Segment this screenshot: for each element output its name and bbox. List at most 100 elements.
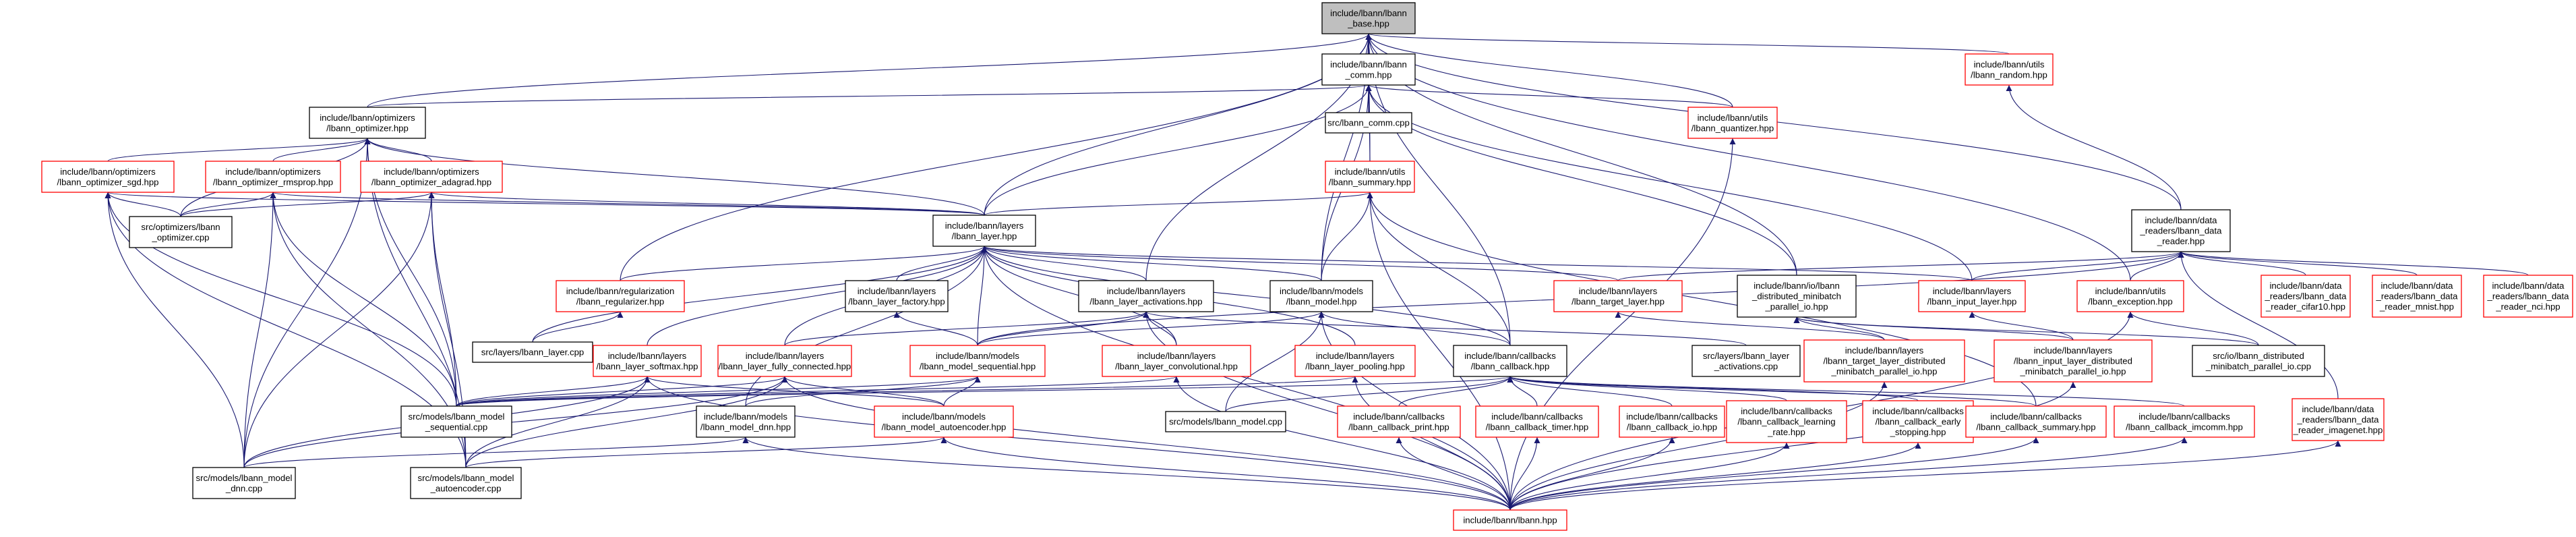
node-label-line: src/lbann_comm.cpp [1327,118,1410,128]
node-callback[interactable]: include/lbann/callbacks/lbann_callback.h… [1453,345,1567,377]
node-dr-imagenet[interactable]: include/lbann/data_readers/lbann_data_re… [2292,398,2385,441]
node-label-line: _readers/lbann_data [2297,415,2380,425]
node-box [129,216,233,248]
edge-layer_factory-to-model_sequential [893,311,978,346]
node-regularizer[interactable]: include/lbann/regularization/lbann_regul… [556,280,685,312]
node-layer[interactable]: include/lbann/layers/lbann_layer.hpp [932,215,1036,247]
node-data-reader[interactable]: include/lbann/data_readers/lbann_data_re… [2131,209,2231,252]
node-model[interactable]: include/lbann/models/lbann_model.hpp [1269,280,1373,312]
node-target-dist[interactable]: include/lbann/layers/lbann_target_layer_… [1803,339,1965,383]
edge-data_reader-to-target_layer [1617,251,2184,281]
node-model-ae-cpp[interactable]: src/models/lbann_model_autoencoder.cpp [410,467,522,499]
node-pooling[interactable]: include/lbann/layers/lbann_layer_pooling… [1294,345,1416,377]
node-dr-nci[interactable]: include/lbann/data_readers/lbann_data_re… [2483,275,2573,318]
node-input-dist[interactable]: include/lbann/layers/lbann_input_layer_d… [1994,339,2153,383]
node-box [2192,345,2325,377]
edge-model-to-model_cpp [1225,311,1325,412]
node-cb-print[interactable]: include/lbann/callbacks/lbann_callback_p… [1337,405,1461,438]
edge-opt_rmsprop-to-opt_cpp [180,192,276,217]
node-opt-sgd[interactable]: include/lbann/optimizers/lbann_optimizer… [41,161,175,193]
node-label-line: include/lbann/layers [1316,351,1395,361]
node-cb-io[interactable]: include/lbann/callbacks/lbann_callback_i… [1619,405,1725,438]
edge-comm-to-quantizer [1365,84,1733,108]
node-model-autoencoder[interactable]: include/lbann/models/lbann_model_autoenc… [874,405,1014,438]
node-box [2131,209,2231,252]
node-exception[interactable]: include/lbann/utils/lbann_exception.hpp [2076,280,2184,312]
node-label-line: /lbann_quantizer.hpp [1691,123,1774,133]
node-box [1475,405,1599,438]
node-opt-rmsprop[interactable]: include/lbann/optimizers/lbann_optimizer… [205,161,341,193]
node-box [1321,2,1416,34]
node-cb-early[interactable]: include/lbann/callbacks/lbann_callback_e… [1862,400,1974,443]
node-random[interactable]: include/lbann/utils/lbann_random.hpp [1965,53,2054,86]
node-comm-cpp[interactable]: src/lbann_comm.cpp [1325,112,1412,134]
node-dist-minibatch[interactable]: include/lbann/io/lbann_distributed_minib… [1737,275,1857,318]
node-model-seq-cpp[interactable]: src/models/lbann_model_sequential.cpp [400,405,512,438]
node-label-line: include/lbann/layers [945,221,1024,231]
node-label-line: _base.hpp [1347,18,1389,28]
node-lbann[interactable]: include/lbann/lbann.hpp [1453,509,1567,531]
node-label-line: include/lbann/optimizers [225,167,321,177]
edge-callback-to-model_cpp [1225,376,1514,412]
node-label-line: _rate.hpp [1767,427,1805,437]
edge-optimizer-to-layer [364,138,985,216]
node-cb-timer[interactable]: include/lbann/callbacks/lbann_callback_t… [1475,405,1599,438]
node-label-line: _reader.hpp [2157,236,2205,246]
node-cb-summary[interactable]: include/lbann/callbacks/lbann_callback_s… [1965,405,2107,438]
node-summary[interactable]: include/lbann/utils/lbann_summary.hpp [1325,161,1415,193]
node-model-dnn[interactable]: include/lbann/models/lbann_model_dnn.hpp [696,405,796,438]
node-label-line: _stopping.hpp [1890,427,1946,437]
edge-base-to-random [1366,33,2010,55]
edge-callback-to-cb_print [1398,376,1514,407]
node-layer-cpp[interactable]: src/layers/lbann_layer.cpp [472,341,593,363]
node-target-layer[interactable]: include/lbann/layers/lbann_target_layer.… [1553,280,1683,312]
edge-convolutional-to-lbann [1173,376,1511,511]
edge-opt_rmsprop-to-model_dnn_cpp [243,192,276,468]
node-optimizer[interactable]: include/lbann/optimizers/lbann_optimizer… [309,107,426,139]
node-label-line: _distributed_minibatch [1751,291,1841,302]
edge-model_autoencoder-to-model_ae_cpp [465,436,947,468]
node-model-sequential[interactable]: include/lbann/models/lbann_model_sequent… [909,345,1046,377]
node-dr-cifar[interactable]: include/lbann/data_readers/lbann_data_re… [2260,275,2351,318]
edge-data_reader-to-dr_nci [2178,251,2529,276]
node-comm[interactable]: include/lbann/lbann_comm.hpp [1321,53,1416,86]
node-cb-learning-rate[interactable]: include/lbann/callbacks/lbann_callback_l… [1726,400,1847,443]
node-label-line: include/lbann/utils [1698,113,1768,123]
node-dr-mnist[interactable]: include/lbann/data_readers/lbann_data_re… [2372,275,2462,318]
node-dist-cpp[interactable]: src/io/lbann_distributed_minibatch_paral… [2192,345,2325,377]
node-base[interactable]: include/lbann/lbann_base.hpp [1321,2,1416,34]
node-cb-imcomm[interactable]: include/lbann/callbacks/lbann_callback_i… [2114,405,2255,438]
node-input-layer[interactable]: include/lbann/layers/lbann_input_layer.h… [1918,280,2026,312]
edge-layer-to-softmax [647,246,988,346]
node-quantizer[interactable]: include/lbann/utils/lbann_quantizer.hpp [1687,107,1778,139]
node-box [696,405,796,438]
node-label-line: include/lbann/lbann.hpp [1463,515,1557,526]
node-convolutional[interactable]: include/lbann/layers/lbann_layer_convolu… [1102,345,1251,377]
node-label-line: /lbann_model.hpp [1286,296,1357,306]
node-label-line: src/models/lbann_model [418,473,514,483]
edge-comm-to-input_layer [1365,84,1973,281]
node-label-line: include/lbann/callbacks [1741,406,1832,416]
node-fully-connected[interactable]: include/lbann/layers/lbann_layer_fully_c… [717,345,852,377]
node-box [1726,400,1847,443]
edge-opt_rmsprop-to-layer [270,192,985,216]
node-box [1965,405,2107,438]
node-layer-activations[interactable]: include/lbann/layers/lbann_layer_activat… [1078,280,1214,312]
node-opt-cpp[interactable]: src/optimizers/lbann_optimizer.cpp [129,216,233,248]
node-label-line: /lbann_target_layer.hpp [1571,296,1665,306]
node-opt-adagrad[interactable]: include/lbann/optimizers/lbann_optimizer… [360,161,503,193]
node-label-line: /lbann_layer_pooling.hpp [1305,361,1404,371]
node-layer-factory[interactable]: include/lbann/layers/lbann_layer_factory… [845,280,949,312]
edge-data_reader-to-dr_cifar [2178,251,2306,276]
node-box [717,345,852,377]
edge-cb_learning_rate-to-lbann [1509,442,1790,511]
node-softmax[interactable]: include/lbann/layers/lbann_layer_softmax… [593,345,702,377]
node-label-line: include/lbann/layers [746,351,825,361]
node-activations-cpp[interactable]: src/layers/lbann_layer_activations.cpp [1691,345,1801,377]
node-model-dnn-cpp[interactable]: src/models/lbann_model_dnn.cpp [192,467,296,499]
edge-cb_imcomm-to-lbann [1509,436,2188,511]
node-label-line: include/lbann/callbacks [1626,412,1718,422]
node-box [41,161,175,193]
node-model-cpp[interactable]: src/models/lbann_model.cpp [1165,411,1286,432]
node-box [1453,345,1567,377]
